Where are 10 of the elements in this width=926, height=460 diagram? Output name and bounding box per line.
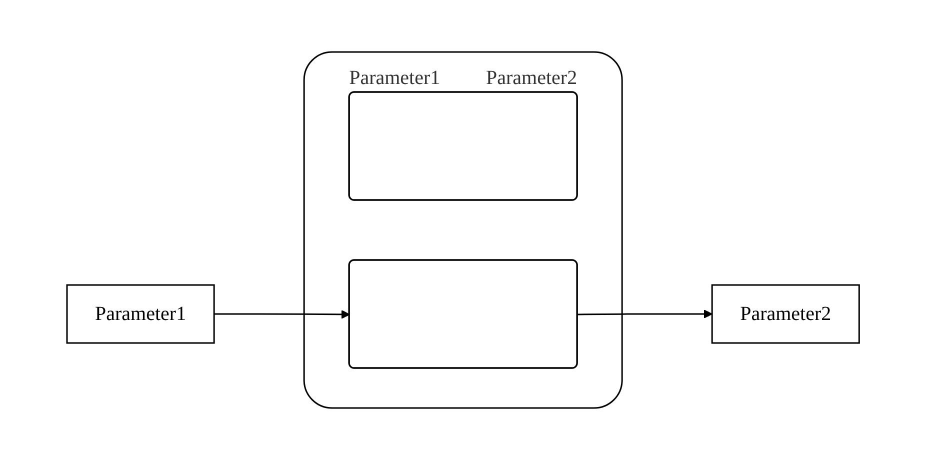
block-box [348, 91, 578, 201]
block-box [348, 259, 578, 369]
parameter-label: Parameter2 [486, 67, 577, 89]
node-label: Parameter1 [94, 302, 186, 327]
parameter-box [66, 284, 215, 344]
parameter-box [711, 284, 860, 344]
node-label: Parameter2 [740, 302, 832, 327]
parameter-label: Parameter1 [349, 67, 440, 89]
arrow [214, 310, 350, 319]
arrow [578, 310, 712, 318]
